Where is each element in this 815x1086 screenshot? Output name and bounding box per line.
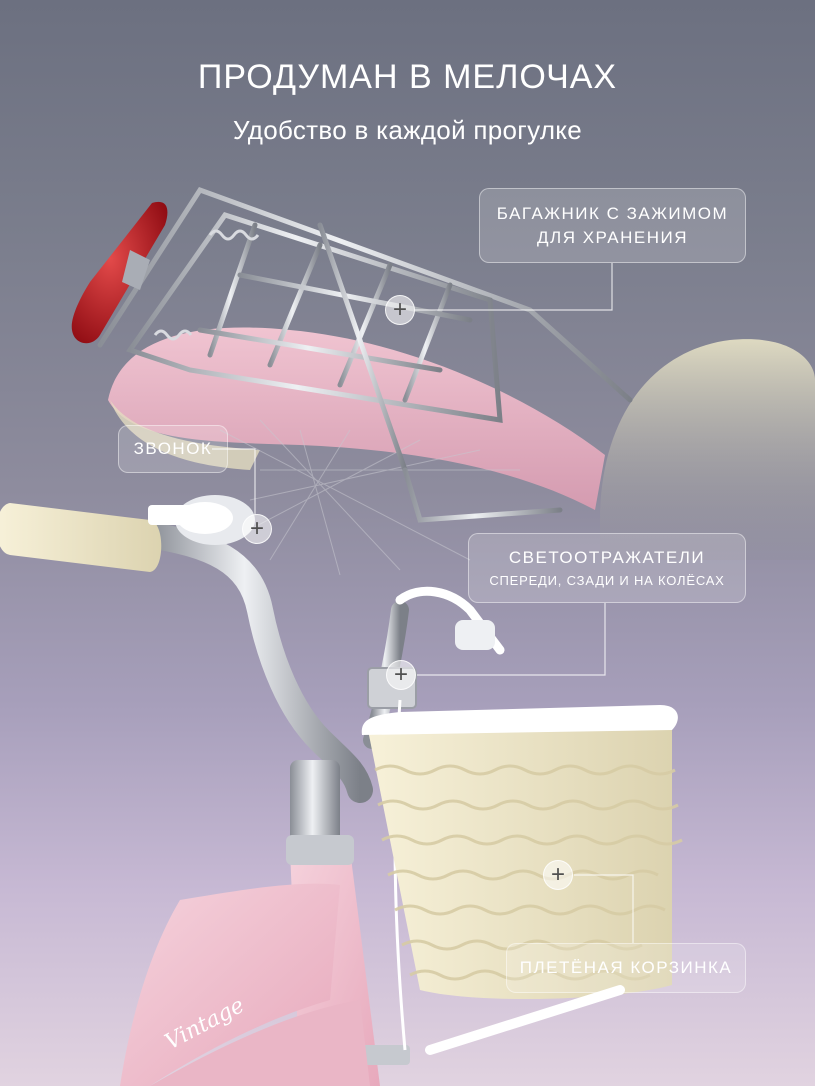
callout-reflectors-subtitle: СПЕРЕДИ, СЗАДИ И НА КОЛЁСАХ — [489, 573, 725, 588]
callout-rack-title: БАГАЖНИК С ЗАЖИМОМ — [496, 203, 729, 223]
handlebar — [137, 522, 373, 803]
page-subtitle: Удобство в каждой прогулке — [232, 115, 583, 145]
callout-basket-title: ПЛЕТЁНАЯ КОРЗИНКА — [519, 958, 733, 977]
basket — [361, 705, 683, 1055]
callout-bell: ЗВОНОК — [118, 425, 228, 473]
callout-rack-title-line2: ДЛЯ ХРАНЕНИЯ — [537, 227, 688, 247]
bike-frame — [120, 883, 340, 1086]
plus-icon-reflectors[interactable]: + — [386, 660, 416, 690]
rear-reflector — [71, 201, 168, 344]
callout-bell-title: ЗВОНОК — [133, 439, 213, 458]
bell — [148, 495, 255, 545]
page-title: ПРОДУМАН В МЕЛОЧАХ — [197, 58, 618, 96]
handlebar-grip — [0, 503, 162, 572]
callout-reflectors: СВЕТООТРАЖАТЕЛИ СПЕРЕДИ, СЗАДИ И НА КОЛЁ… — [468, 533, 746, 603]
brake-lever — [395, 586, 505, 655]
plus-icon-basket[interactable]: + — [543, 860, 573, 890]
plus-icon-bell[interactable]: + — [242, 514, 272, 544]
callout-leaders — [212, 263, 634, 943]
callout-rack: БАГАЖНИК С ЗАЖИМОМ ДЛЯ ХРАНЕНИЯ — [479, 188, 746, 263]
callout-basket: ПЛЕТЁНАЯ КОРЗИНКА — [506, 943, 746, 993]
plus-icon-rack[interactable]: + — [385, 295, 415, 325]
rear-wheel-spokes — [219, 419, 520, 576]
rear-fender — [108, 327, 605, 510]
rear-rack — [97, 186, 633, 523]
seat — [600, 339, 815, 560]
callout-reflectors-title: СВЕТООТРАЖАТЕЛИ — [508, 548, 706, 567]
